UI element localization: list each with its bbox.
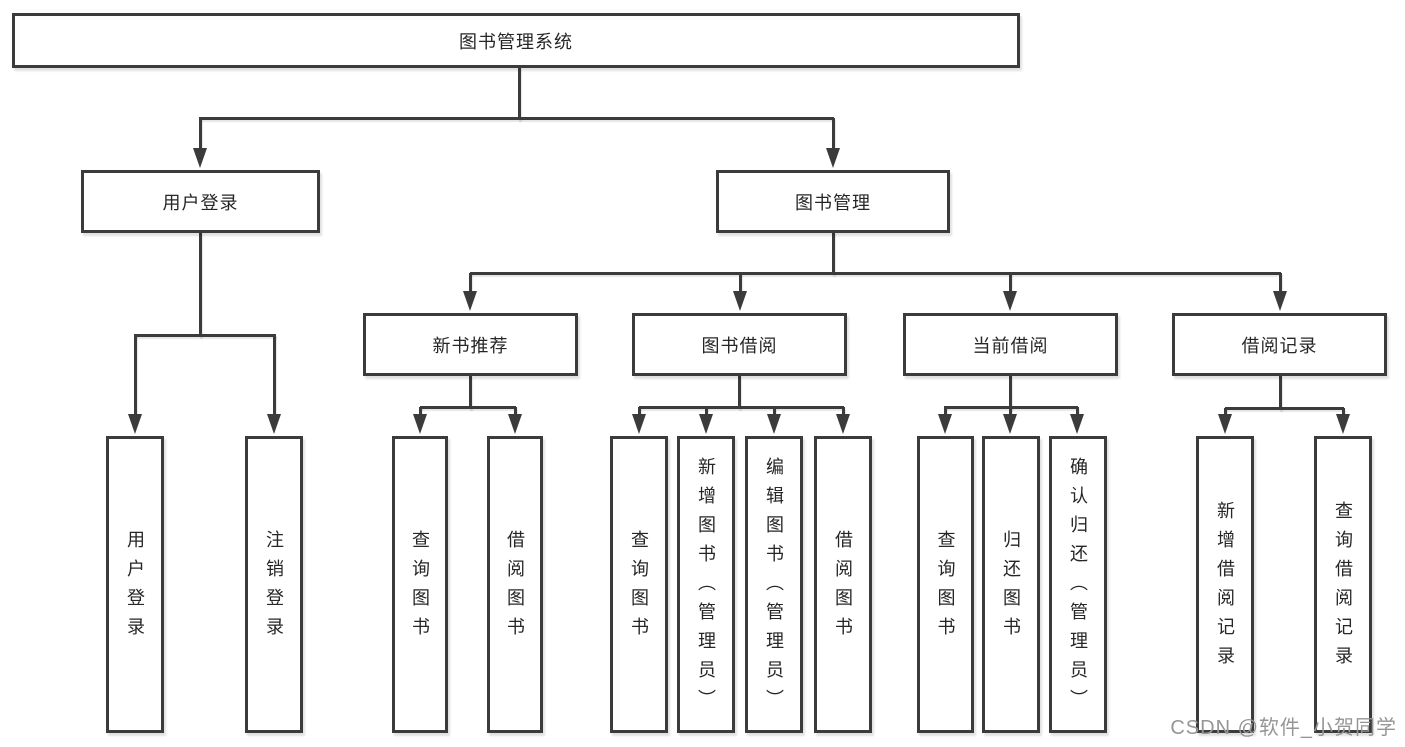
arrow-down-icon [508,414,522,434]
arrow-down-icon [193,148,207,168]
node-current-borrowing: 当前借阅 [903,313,1118,376]
connector-line [1278,375,1282,410]
connector-line [134,333,276,337]
leaf-query-borrow-record: 查询借阅记录 [1314,436,1372,733]
connector-line [1225,406,1344,410]
leaf-query-books-2: 查询图书 [610,436,668,733]
arrow-down-icon [1003,414,1017,434]
connector-line [470,271,1281,275]
connector-line [199,116,834,120]
leaf-query-books-1: 查询图书 [392,436,448,733]
arrow-down-icon [826,148,840,168]
arrow-down-icon [1218,414,1232,434]
leaf-add-borrow-record: 新增借阅记录 [1196,436,1254,733]
connector-line [420,405,516,409]
connector-line [738,273,742,298]
leaf-confirm-return-admin: 确认归还（管理员） [1049,436,1107,733]
connector-line [1278,273,1282,298]
leaf-edit-book-admin: 编辑图书（管理员） [745,436,803,733]
csdn-watermark: CSDN @软件_小贺同学 [1170,717,1397,739]
arrow-down-icon [1336,414,1350,434]
arrow-down-icon [413,414,427,434]
node-new-book-recommendation: 新书推荐 [363,313,578,376]
connector-line [468,375,472,409]
connector-line [272,335,276,421]
arrow-down-icon [733,291,747,311]
arrow-down-icon [767,414,781,434]
arrow-down-icon [463,291,477,311]
arrow-down-icon [1003,291,1017,311]
node-book-borrowing: 图书借阅 [632,313,847,376]
arrow-down-icon [938,414,952,434]
connector-line [831,232,835,275]
leaf-logout: 注销登录 [245,436,303,733]
connector-line [198,118,202,155]
arrow-down-icon [267,414,281,434]
arrow-down-icon [699,414,713,434]
arrow-down-icon [632,414,646,434]
node-user-login: 用户登录 [81,170,320,233]
node-borrowing-records: 借阅记录 [1172,313,1387,376]
leaf-borrow-books-1: 借阅图书 [487,436,543,733]
arrow-down-icon [128,414,142,434]
connector-line [198,232,202,337]
connector-line [517,67,521,120]
leaf-user-login: 用户登录 [106,436,164,733]
connector-line [639,405,844,409]
connector-line [133,335,137,421]
node-book-management: 图书管理 [716,170,950,233]
arrow-down-icon [1070,414,1084,434]
leaf-return-book: 归还图书 [982,436,1040,733]
connector-line [468,273,472,298]
connector-line [737,375,741,409]
node-library-management-system: 图书管理系统 [12,13,1020,68]
arrow-down-icon [1273,291,1287,311]
connector-line [831,118,835,155]
connector-line [1008,273,1012,298]
leaf-borrow-books-2: 借阅图书 [814,436,872,733]
leaf-query-books-3: 查询图书 [917,436,974,733]
leaf-add-book-admin: 新增图书（管理员） [677,436,735,733]
connector-line [1008,375,1012,409]
arrow-down-icon [836,414,850,434]
